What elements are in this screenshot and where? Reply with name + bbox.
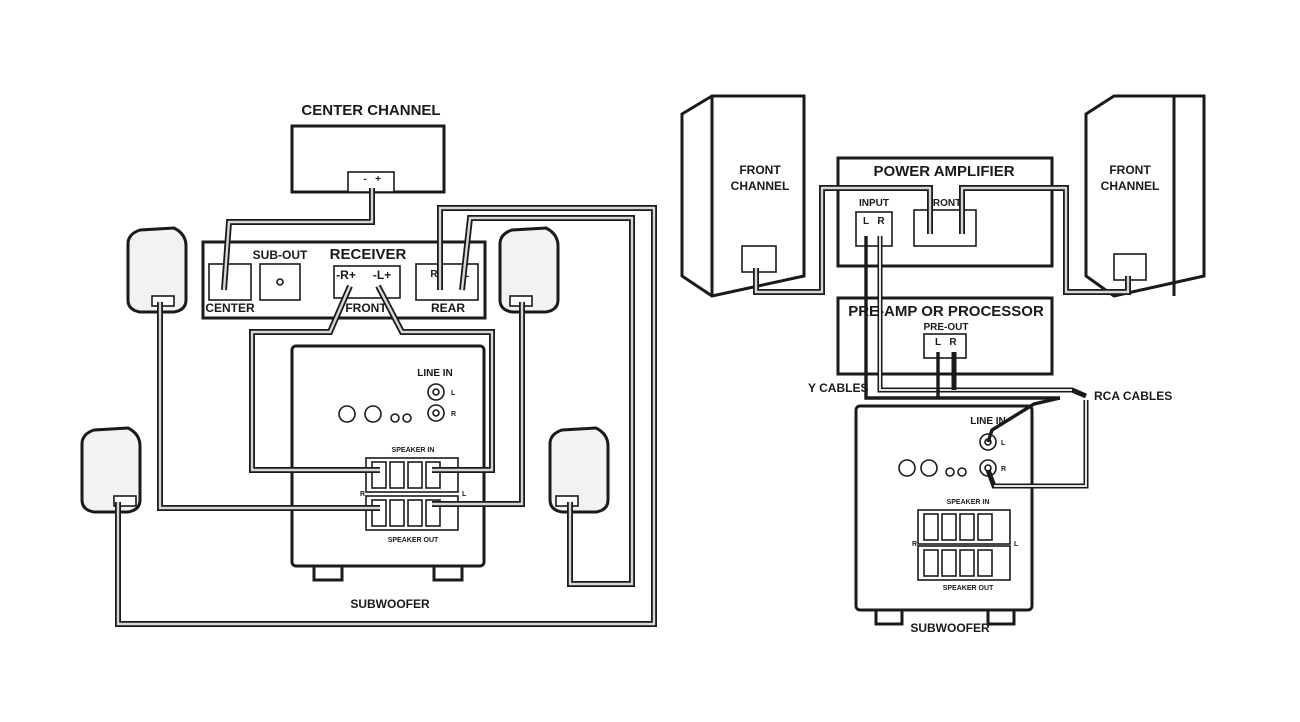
front-channel-left-speaker [680,94,806,298]
right-terminal-posts [923,513,993,577]
front-channel-right-label-1: FRONT [1109,163,1151,177]
right-sub-knob-2 [920,459,938,477]
amp-input-r: R [877,216,885,227]
satellite-rear-left [80,426,142,514]
left-line-in-l-jack-center [432,388,440,396]
left-terminal-posts [371,461,441,527]
amp-input-terminal [855,211,893,247]
left-sub-side-r: R [360,491,365,498]
pre-out-terminal [923,333,967,359]
right-line-in-r-label: R [1001,466,1006,473]
receiver-rear-r-label: R [430,269,438,280]
sub-out-jack-hole [276,278,284,286]
right-speaker-in-label: SPEAKER IN [947,499,990,506]
left-sub-knob-2 [364,405,382,423]
left-line-in-r-jack-center [432,409,440,417]
receiver-front-label: FRONT [345,301,387,315]
right-sub-knob-1 [898,459,916,477]
right-subwoofer-label: SUBWOOFER [910,621,990,635]
left-sub-switch-2 [402,413,412,423]
center-channel-label: CENTER CHANNEL [301,102,440,119]
left-sub-side-l: L [462,491,467,498]
power-amplifier-label: POWER AMPLIFIER [873,163,1014,180]
front-channel-left-label-2: CHANNEL [731,179,790,193]
pre-out-label: PRE-OUT [924,322,969,333]
left-subwoofer-label: SUBWOOFER [350,597,430,611]
receiver-rear-terminal [415,263,479,301]
satellite-front-left [126,226,188,314]
front-channel-left-label-1: FRONT [739,163,781,177]
rca-cables-label: RCA CABLES [1094,389,1172,403]
right-speaker-out-label: SPEAKER OUT [943,585,994,592]
left-sub-switch-1 [390,413,400,423]
left-sub-knob-1 [338,405,356,423]
right-speaker-wires [753,185,1131,295]
right-sub-switch-2 [957,467,967,477]
front-channel-right-speaker [1084,94,1206,298]
left-line-in-r-label: R [451,411,456,418]
preamp-label: PRE-AMP OR PROCESSOR [848,303,1044,320]
receiver-center-label: CENTER [205,301,255,315]
satellite-rear-right [548,426,610,514]
amp-front-terminal [913,209,977,247]
amp-input-l: L [863,216,869,227]
left-subwoofer-foot-left [312,564,344,582]
right-sub-side-l: L [1014,541,1019,548]
left-speaker-out-label: SPEAKER OUT [388,537,439,544]
receiver-front-l-label: -L+ [373,268,391,282]
right-subwoofer-foot-left [874,608,904,626]
left-line-in-l-label: L [451,390,456,397]
left-speaker-wires [115,188,657,627]
y-cables-label: Y CABLES [808,381,868,395]
amp-front-label: FRONT [927,198,961,209]
pre-out-l: L [935,337,941,348]
center-minus: - [363,174,366,185]
pre-out-r: R [949,337,957,348]
sub-out-label: SUB-OUT [253,248,308,262]
rca-and-y-cables [864,236,1089,489]
right-line-in-l-label: L [1001,440,1006,447]
front-channel-right-label-2: CHANNEL [1101,179,1160,193]
satellite-front-right [498,226,560,314]
left-line-in-label: LINE IN [417,368,453,379]
right-sub-switch-1 [945,467,955,477]
left-speaker-in-label: SPEAKER IN [392,447,435,454]
left-subwoofer-foot-right [432,564,464,582]
amp-input-label: INPUT [859,198,889,209]
receiver-label: RECEIVER [330,246,407,263]
right-diagram: FRONT CHANNEL FRONT CHANNEL POWER AMPLIF… [680,94,1206,635]
left-subwoofer-cabinet [290,344,486,568]
receiver-center-terminal [208,263,252,301]
receiver-front-r-label: -R+ [336,268,356,282]
right-line-in-label: LINE IN [970,416,1006,427]
center-plus: + [375,174,381,185]
left-diagram: CENTER CHANNEL - + RECEIVER SUB-OUT CENT… [80,102,657,627]
receiver-rear-label: REAR [431,301,465,315]
right-subwoofer-foot-right [986,608,1016,626]
right-sub-side-r: R [912,541,917,548]
